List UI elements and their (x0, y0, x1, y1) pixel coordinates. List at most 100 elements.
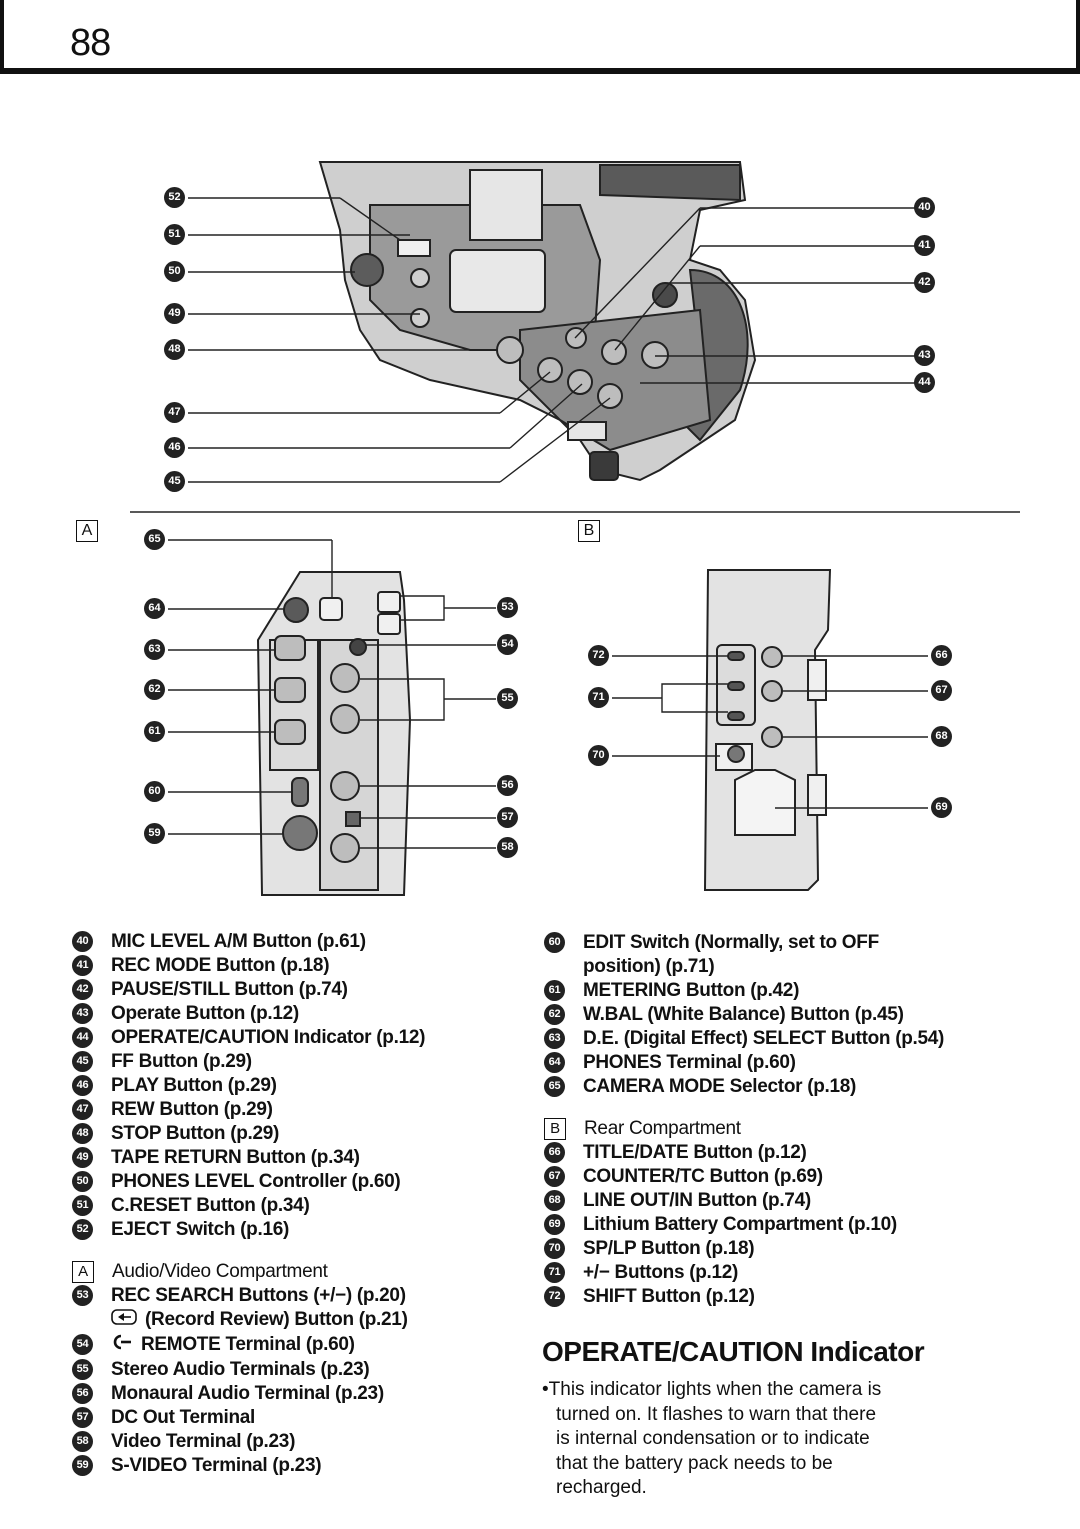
indicator-line: turned on. It flashes to warn that there (556, 1403, 877, 1425)
indicator-description: •This indicator lights when the camera i… (542, 1378, 962, 1501)
callout-number: 43 (914, 345, 935, 366)
item-number-badge: 64 (544, 1052, 565, 1073)
callout-number: 70 (588, 745, 609, 766)
item-text: +/− Buttons (p.12) (583, 1261, 738, 1285)
item-text: SP/LP Button (p.18) (583, 1237, 755, 1261)
item-number-badge: 51 (72, 1195, 93, 1216)
indicator-heading: OPERATE/CAUTION Indicator (542, 1336, 925, 1367)
item-label: STOP Button (p.29) (111, 1123, 280, 1144)
item-text: DC Out Terminal (111, 1406, 255, 1430)
item-label: REMOTE Terminal (p.60) (141, 1334, 355, 1355)
right-parts-list: 60 EDIT Switch (Normally, set to OFF posit… (544, 931, 944, 1309)
item-text: TAPE RETURN Button (p.34) (111, 1146, 360, 1170)
header-rule (0, 68, 1080, 74)
item-text: COUNTER/TC Button (p.69) (583, 1165, 823, 1189)
item-number-badge: 56 (72, 1383, 93, 1404)
page-number: 88 (70, 22, 111, 64)
item-number-badge: 67 (544, 1166, 565, 1187)
item-number-badge: 57 (72, 1407, 93, 1428)
item-number-badge: 61 (544, 980, 565, 1001)
item-text: PLAY Button (p.29) (111, 1074, 277, 1098)
item-number-badge: 52 (72, 1219, 93, 1240)
callout-number: 64 (144, 598, 165, 619)
remote-icon (111, 1333, 133, 1358)
callout-number: 57 (497, 807, 518, 828)
item-label: (Record Review) Button (p.21) (145, 1309, 408, 1330)
item-label: EJECT Switch (p.16) (111, 1219, 290, 1240)
item-text: Operate Button (p.12) (111, 1002, 299, 1026)
item-number-badge: 44 (72, 1027, 93, 1048)
item-label: LINE OUT/IN Button (p.74) (583, 1190, 811, 1211)
section-a-title: Audio/Video Compartment (112, 1261, 328, 1282)
item-text: REMOTE Terminal (p.60) (141, 1333, 355, 1357)
item-number-badge: 45 (72, 1051, 93, 1072)
item-label: DC Out Terminal (111, 1407, 255, 1428)
section-b-heading: B Rear Compartment (544, 1117, 944, 1141)
item-number-badge: 49 (72, 1147, 93, 1168)
item-number-badge: 58 (72, 1431, 93, 1452)
callout-number: 63 (144, 639, 165, 660)
indicator-line: recharged. (556, 1477, 647, 1498)
item-label: EDIT Switch (Normally, set to OFF (583, 932, 879, 953)
callout-number: 61 (144, 721, 165, 742)
item-text: REC MODE Button (p.18) (111, 954, 330, 978)
item-text: W.BAL (White Balance) Button (p.45) (583, 1003, 904, 1027)
item-label: S-VIDEO Terminal (p.23) (111, 1455, 322, 1476)
item-text: Video Terminal (p.23) (111, 1430, 295, 1454)
indicator-line: that the battery pack needs to be (556, 1452, 833, 1474)
callout-number: 46 (164, 437, 185, 458)
callout-number: 53 (497, 597, 518, 618)
item-label: Operate Button (p.12) (111, 1003, 299, 1024)
item-label: +/− Buttons (p.12) (583, 1262, 739, 1283)
item-label: TITLE/DATE Button (p.12) (583, 1142, 807, 1163)
item-text: S-VIDEO Terminal (p.23) (111, 1454, 322, 1478)
item-label: PHONES LEVEL Controller (p.60) (111, 1171, 401, 1192)
section-a-heading: A Audio/Video Compartment (72, 1260, 425, 1284)
item-label: W.BAL (White Balance) Button (p.45) (583, 1004, 904, 1025)
callout-number: 58 (497, 837, 518, 858)
item-text: FF Button (p.29) (111, 1050, 252, 1074)
callout-number: 59 (144, 823, 165, 844)
indicator-line: •This indicator lights when the camera i… (542, 1379, 882, 1400)
item-label: COUNTER/TC Button (p.69) (583, 1166, 823, 1187)
callout-number: 40 (914, 197, 935, 218)
item-label: TAPE RETURN Button (p.34) (111, 1147, 360, 1168)
item-label: CAMERA MODE Selector (p.18) (583, 1076, 857, 1097)
item-label: Stereo Audio Terminals (p.23) (111, 1359, 370, 1380)
item-label: D.E. (Digital Effect) SELECT Button (p.5… (583, 1028, 945, 1049)
item-label: PLAY Button (p.29) (111, 1075, 277, 1096)
callout-number: 47 (164, 402, 185, 423)
page-border-left (0, 0, 4, 68)
callout-number: 44 (914, 372, 935, 393)
section-b-figure-label: B (578, 520, 600, 542)
item-text: (Record Review) Button (p.21) (145, 1308, 408, 1332)
item-label-continued: position) (p.71) (583, 956, 715, 977)
list-item: (Record Review) Button (p.21) (72, 1308, 425, 1333)
item-number-badge: 46 (72, 1075, 93, 1096)
item-number-badge: 50 (72, 1171, 93, 1192)
callout-number: 69 (931, 797, 952, 818)
callout-number: 55 (497, 688, 518, 709)
item-number-badge: 54 (72, 1334, 93, 1355)
list-item: 51 C.RESET Button (p.34) (72, 1194, 425, 1218)
item-text: Monaural Audio Terminal (p.23) (111, 1382, 384, 1406)
list-item: 44 OPERATE/CAUTION Indicator (p.12) (72, 1026, 425, 1050)
item-number-badge: 60 (544, 932, 565, 953)
item-text: C.RESET Button (p.34) (111, 1194, 310, 1218)
page-border-right (1076, 0, 1080, 68)
item-text: OPERATE/CAUTION Indicator (p.12) (111, 1026, 425, 1050)
item-label: REC SEARCH Buttons (+/−) (p.20) (111, 1285, 406, 1306)
